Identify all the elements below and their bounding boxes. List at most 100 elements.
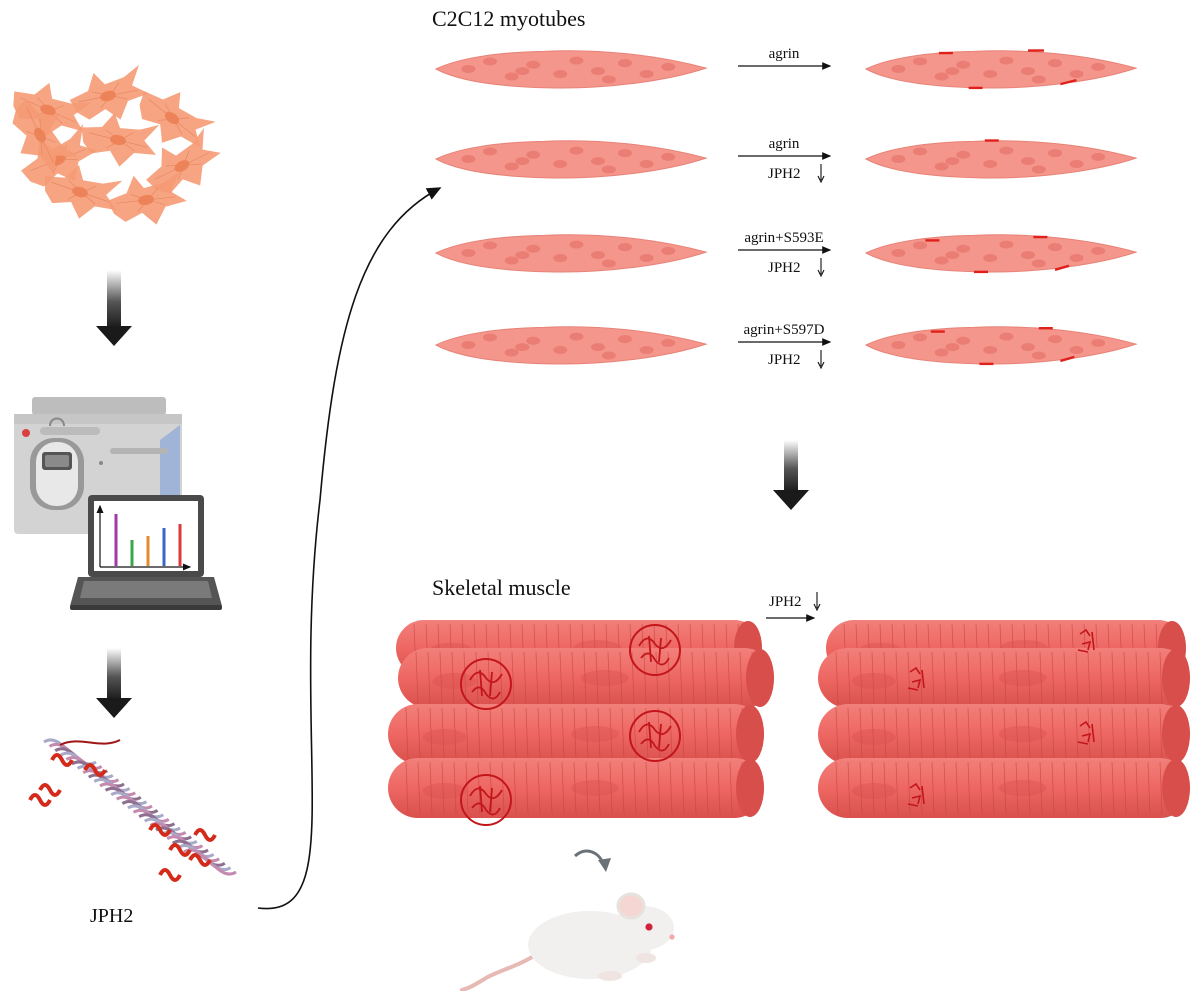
nucleus [504, 72, 519, 81]
condition-jph2-label: JPH2 [768, 260, 801, 276]
down-block-arrow [773, 440, 809, 510]
fibroblast-cell [107, 171, 187, 225]
nucleus [1021, 67, 1035, 76]
nucleus [999, 56, 1014, 65]
nucleus [1021, 251, 1035, 260]
fiber-nucleus [570, 726, 619, 742]
muscle-arrow-label: JPH2 [769, 594, 802, 610]
fiber-end-cap [746, 649, 774, 707]
nucleus [483, 147, 497, 156]
helix-segment [168, 843, 192, 857]
fiber-nucleus [432, 673, 477, 689]
helix-segment [188, 853, 212, 867]
nucleus [504, 256, 519, 265]
nucleus [601, 165, 616, 174]
nucleus [1031, 259, 1046, 268]
nucleus [661, 62, 676, 71]
agrin-cluster [1060, 78, 1077, 86]
fibroblast-cell [13, 82, 92, 137]
nucleus [591, 251, 605, 260]
triad-structure-intact [629, 710, 681, 762]
nucleus [526, 150, 541, 159]
nucleus [483, 57, 497, 66]
nucleus [999, 240, 1014, 249]
nucleus [569, 240, 584, 249]
nucleus [601, 75, 616, 84]
fiber-nucleus [851, 673, 896, 689]
agrin-cluster [1054, 264, 1070, 271]
nucleus [1091, 338, 1106, 347]
nucleus [891, 341, 906, 349]
nucleus [639, 254, 654, 263]
muscle-fiber [818, 648, 1190, 708]
skeletal-muscle-control [388, 620, 774, 826]
curved-arrow [257, 187, 442, 910]
myotube [864, 326, 1138, 366]
fibroblast-cells-icon [12, 64, 221, 225]
nucleus [461, 249, 476, 257]
nucleus [1091, 62, 1106, 71]
nucleus [515, 157, 530, 166]
helix-segment [50, 753, 74, 767]
nucleus [1091, 152, 1106, 161]
nucleus [1048, 243, 1062, 252]
nucleus [1069, 254, 1084, 263]
nucleus [1069, 346, 1084, 355]
nucleus [1048, 335, 1062, 344]
down-arrow-icon [813, 592, 821, 612]
protein-label: JPH2 [90, 905, 133, 927]
myotube [434, 234, 708, 273]
myotube [434, 140, 708, 179]
nucleus [569, 146, 584, 155]
helix-segment [158, 868, 182, 882]
fiber-end-cap [1162, 759, 1190, 817]
triad-structure-intact [629, 624, 681, 676]
nucleus [934, 162, 949, 171]
triad-structure-disrupted [907, 782, 925, 807]
nucleus [934, 256, 949, 265]
fiber-nucleus [998, 726, 1047, 742]
fibroblast-cell [44, 164, 123, 219]
fiber-nucleus [998, 670, 1047, 686]
helix-segment [83, 763, 107, 777]
nucleus [618, 243, 632, 252]
nucleus [891, 155, 906, 163]
nucleus [956, 150, 971, 159]
nucleus [553, 160, 568, 169]
nucleus [1031, 351, 1046, 360]
nucleus [913, 57, 927, 66]
muscle-fiber [398, 648, 774, 708]
nucleus [569, 332, 584, 341]
down-arrow-head [817, 175, 825, 184]
nucleus [618, 59, 632, 68]
protein-structure-icon [28, 738, 237, 882]
nucleus [515, 251, 530, 260]
nucleus [601, 259, 616, 268]
fiber-nucleus [851, 783, 896, 799]
nucleus [618, 149, 632, 158]
condition-treatment-label: agrin+S597D [744, 322, 825, 338]
myotube [864, 234, 1138, 274]
nucleus [526, 60, 541, 69]
muscle-fiber [388, 704, 764, 764]
nucleus [956, 244, 971, 253]
nucleus [913, 147, 927, 156]
myotube [434, 326, 708, 365]
condition-row: agrin [434, 46, 1138, 90]
myotube [864, 139, 1138, 179]
triad-structure-intact [460, 774, 512, 826]
nucleus [639, 160, 654, 169]
muscle-fiber [818, 758, 1190, 818]
down-block-arrow [96, 648, 132, 718]
myotube-condition-rows: agrinagrinJPH2agrin+S593EJPH2agrin+S597D… [434, 46, 1138, 370]
skeletal-muscle-jph2-knockdown [818, 620, 1190, 818]
fiber-end-cap [736, 705, 764, 763]
nucleus [983, 160, 998, 169]
nucleus [1031, 165, 1046, 174]
nucleus [945, 157, 960, 166]
triad-structure-intact [460, 658, 512, 710]
nucleus [601, 351, 616, 360]
